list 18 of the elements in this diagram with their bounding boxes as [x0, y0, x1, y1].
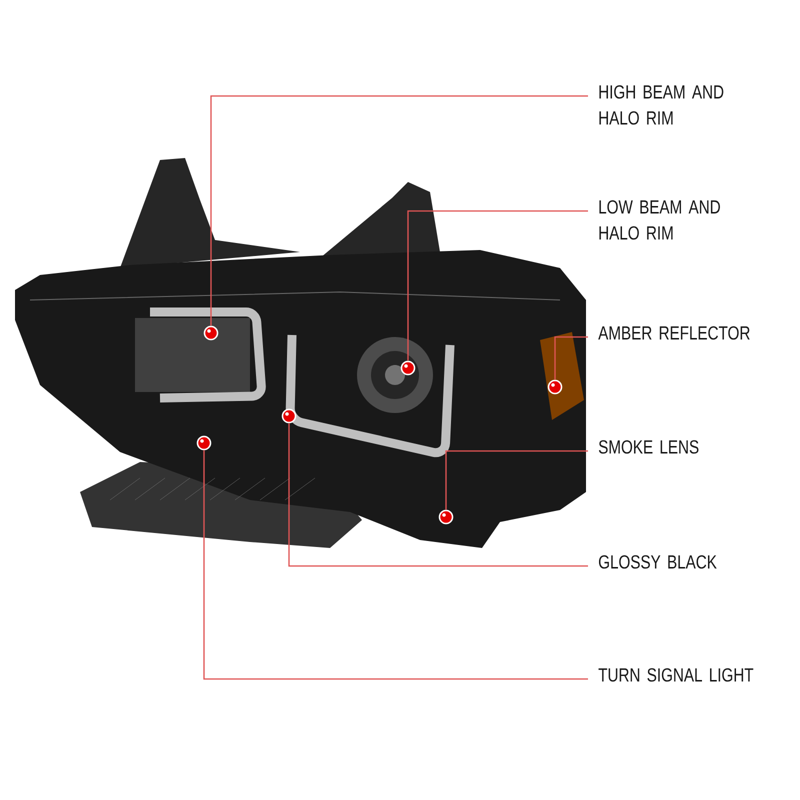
leader-line — [288, 423, 588, 567]
callout-dot — [282, 408, 296, 424]
callout-label: AMBER REFLECTOR — [598, 326, 750, 340]
leader-line — [210, 95, 588, 326]
callout-dot — [204, 326, 218, 340]
callout-label: TURN SIGNAL LIGHT — [598, 668, 754, 682]
callout-dot — [400, 360, 416, 376]
callout-label: GLOSSY BLACK — [598, 555, 717, 569]
callout-dot — [196, 436, 212, 450]
leader-line — [407, 210, 588, 361]
callout-dot — [548, 380, 562, 394]
callout-dot — [438, 510, 454, 524]
callout-label: HIGH BEAM AND HALO RIM — [599, 85, 724, 125]
leader-line — [445, 450, 588, 510]
leader-line — [554, 336, 588, 380]
leader-line — [203, 450, 588, 680]
callout-label: LOW BEAM AND HALO RIM — [599, 200, 720, 240]
callout-label: SMOKE LENS — [598, 440, 698, 454]
